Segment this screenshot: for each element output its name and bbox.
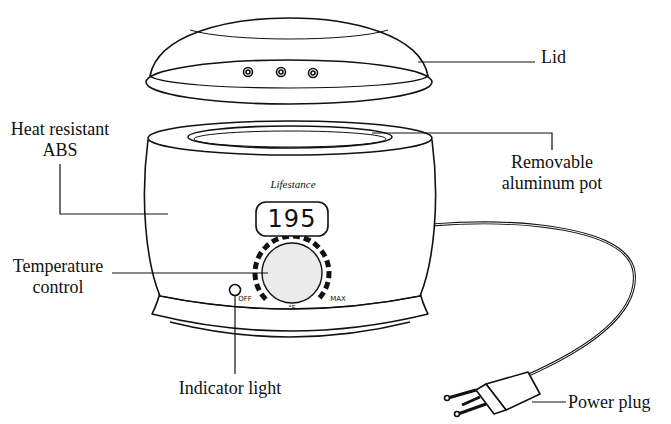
leader-line [234, 296, 235, 374]
part-label: Lid [541, 47, 601, 68]
lid-vent [244, 68, 253, 77]
display-readout: 195 [268, 206, 317, 232]
part-label: Removable aluminum pot [490, 152, 614, 194]
temperature-dial [262, 243, 322, 303]
dial-mark: MAX [328, 295, 348, 304]
lid-vent [309, 69, 318, 78]
leader-line [372, 133, 552, 150]
aluminum-pot-opening [188, 126, 392, 148]
leader-line [60, 164, 168, 214]
plug-prong [458, 404, 486, 414]
power-cord [432, 223, 634, 378]
leader-line [532, 401, 566, 402]
lid-vent [279, 70, 283, 74]
lid-rim-inner [150, 76, 428, 88]
plug-prong [462, 397, 480, 405]
lid-highlight [190, 30, 388, 39]
part-label: Heat resistant ABS [0, 119, 120, 161]
part-label: Temperature control [2, 256, 114, 298]
brand-logo: Lifestance [248, 178, 338, 191]
lid-rim [146, 60, 432, 104]
lid-vent [277, 68, 286, 77]
digital-display: 195 [258, 204, 326, 234]
power-cord-core [432, 223, 634, 378]
lid-vent [246, 70, 250, 74]
housing-top-rim [148, 121, 432, 155]
prong-tip [455, 412, 460, 417]
heat-resistant-housing [144, 140, 435, 309]
dial-mark: °F [282, 304, 302, 313]
base-foot [170, 322, 410, 337]
display-bezel [256, 202, 328, 236]
prong-tip [445, 396, 450, 401]
leader-line [418, 61, 535, 62]
indicator-light [230, 285, 241, 296]
aluminum-pot-inner [194, 131, 386, 147]
lid-vent [311, 71, 315, 75]
power-plug-face [476, 384, 506, 414]
part-label: Indicator light [160, 378, 300, 399]
dial-mark: OFF [236, 295, 254, 304]
plug-prong [448, 390, 476, 398]
leader-line [112, 272, 268, 273]
part-label: Power plug [568, 392, 668, 413]
